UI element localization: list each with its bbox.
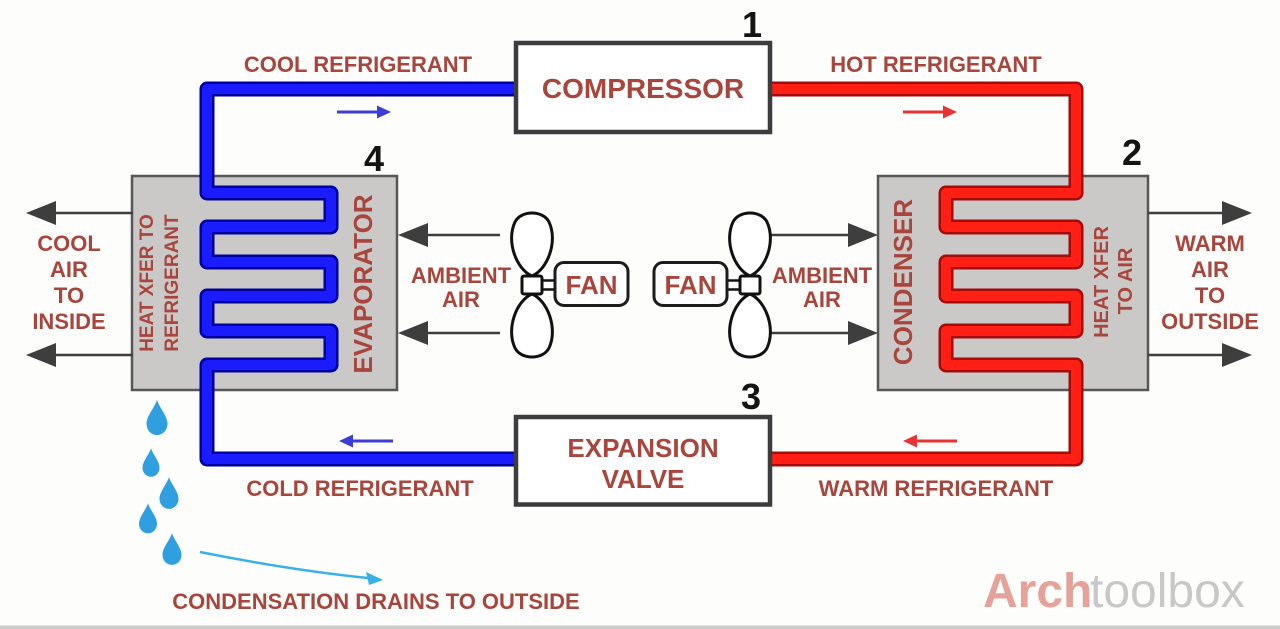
cool-refrigerant-label: COOL REFRIGERANT [244,52,473,77]
ambient-air-arrow-right-bottom-icon [763,321,878,345]
condenser-heat-label-line1: HEAT XFER [1091,226,1113,338]
warm-air-arrow-bottom-icon [1148,343,1252,367]
svg-text:INSIDE: INSIDE [32,309,105,334]
stage-number-1: 1 [742,4,762,45]
hot-refrigerant-flow-arrow-icon [903,105,957,119]
fan-right-propeller-top-blade-icon [728,211,772,278]
fan-right-propeller-bottom-blade-icon [728,292,772,359]
cool-air-to-inside-label: COOL AIR TO INSIDE [32,231,105,334]
bottom-edge-line [0,625,1280,629]
ambient-air-right-label: AMBIENT AIR [772,263,873,312]
expansion-valve-label-line1: EXPANSION [567,433,718,463]
svg-text:WARM: WARM [1175,231,1245,256]
blue-pipe-core [202,84,516,464]
warm-air-to-outside-label: WARM AIR TO OUTSIDE [1161,231,1259,334]
cool-air-arrow-top-icon [26,201,133,225]
svg-text:AIR: AIR [442,287,480,312]
svg-text:COOL: COOL [37,231,101,256]
watermark: Arch toolbox [983,565,1245,618]
condensation-drop-icon [146,399,168,436]
fan-left-propeller-top-blade-icon [510,211,554,278]
svg-text:AMBIENT: AMBIENT [411,263,512,288]
stage-number-2: 2 [1122,132,1142,173]
condensation-drain-arrow-icon [199,550,383,585]
expansion-valve-box [513,414,773,507]
condensation-drain-label: CONDENSATION DRAINS TO OUTSIDE [172,589,579,614]
fan-right: FAN [652,211,772,359]
stage-number-3: 3 [741,376,761,417]
fan-right-hub-icon [738,274,762,296]
condensation-drops [139,399,182,565]
expansion-valve-label-line2: VALVE [602,464,685,494]
compressor-box [513,40,773,135]
svg-text:AIR: AIR [50,257,88,282]
fan-right-box [652,261,729,307]
condenser-label: CONDENSER [888,199,918,365]
fan-left: FAN [510,211,630,359]
svg-text:AMBIENT: AMBIENT [772,263,873,288]
warm-air-arrow-top-icon [1148,201,1252,225]
evaporator-label: EVAPORATOR [348,194,378,373]
warm-refrigerant-flow-arrow-icon [903,434,957,448]
condensation-drop-icon [159,477,179,509]
ambient-air-arrow-left-bottom-icon [398,321,500,345]
svg-text:TO: TO [1195,283,1225,308]
evaporator-heat-label-line2: REFRIGERANT [162,214,183,352]
fan-right-label: FAN [665,270,717,300]
condenser-box [876,174,1150,392]
svg-text:AIR: AIR [803,287,841,312]
watermark-part1: Arch [983,565,1092,618]
svg-text:OUTSIDE: OUTSIDE [1161,309,1259,334]
svg-text:TO: TO [54,283,84,308]
ambient-air-arrow-right-top-icon [763,223,878,247]
compressor-label: COMPRESSOR [542,73,744,104]
fan-left-label: FAN [566,270,618,300]
fan-left-propeller-bottom-blade-icon [510,292,554,359]
hot-refrigerant-label: HOT REFRIGERANT [830,52,1042,77]
red-pipe-core [770,84,1081,464]
fan-left-box [553,261,630,307]
condensation-drop-icon [139,503,157,534]
cool-refrigerant-flow-arrow-icon [337,105,391,119]
red-refrigerant-pipe [770,81,1084,467]
cold-refrigerant-label: COLD REFRIGERANT [246,476,474,501]
warm-refrigerant-label: WARM REFRIGERANT [819,476,1054,501]
blue-refrigerant-pipe [199,81,516,467]
cool-air-arrow-bottom-icon [26,343,133,367]
evaporator-heat-label-line1: HEAT XFER TO [137,214,158,352]
condenser-heat-label-line2: TO AIR [1115,247,1137,314]
condensation-drop-icon [162,533,182,565]
ambient-air-left-label: AMBIENT AIR [411,263,512,312]
svg-text:AIR: AIR [1191,257,1229,282]
stage-number-4: 4 [364,138,384,179]
watermark-part2: toolbox [1090,565,1245,618]
ambient-air-arrow-left-top-icon [398,223,500,247]
condensation-drop-icon [142,448,160,477]
evaporator-box [130,174,399,392]
cold-refrigerant-flow-arrow-icon [339,434,393,448]
fan-left-hub-icon [520,274,544,296]
